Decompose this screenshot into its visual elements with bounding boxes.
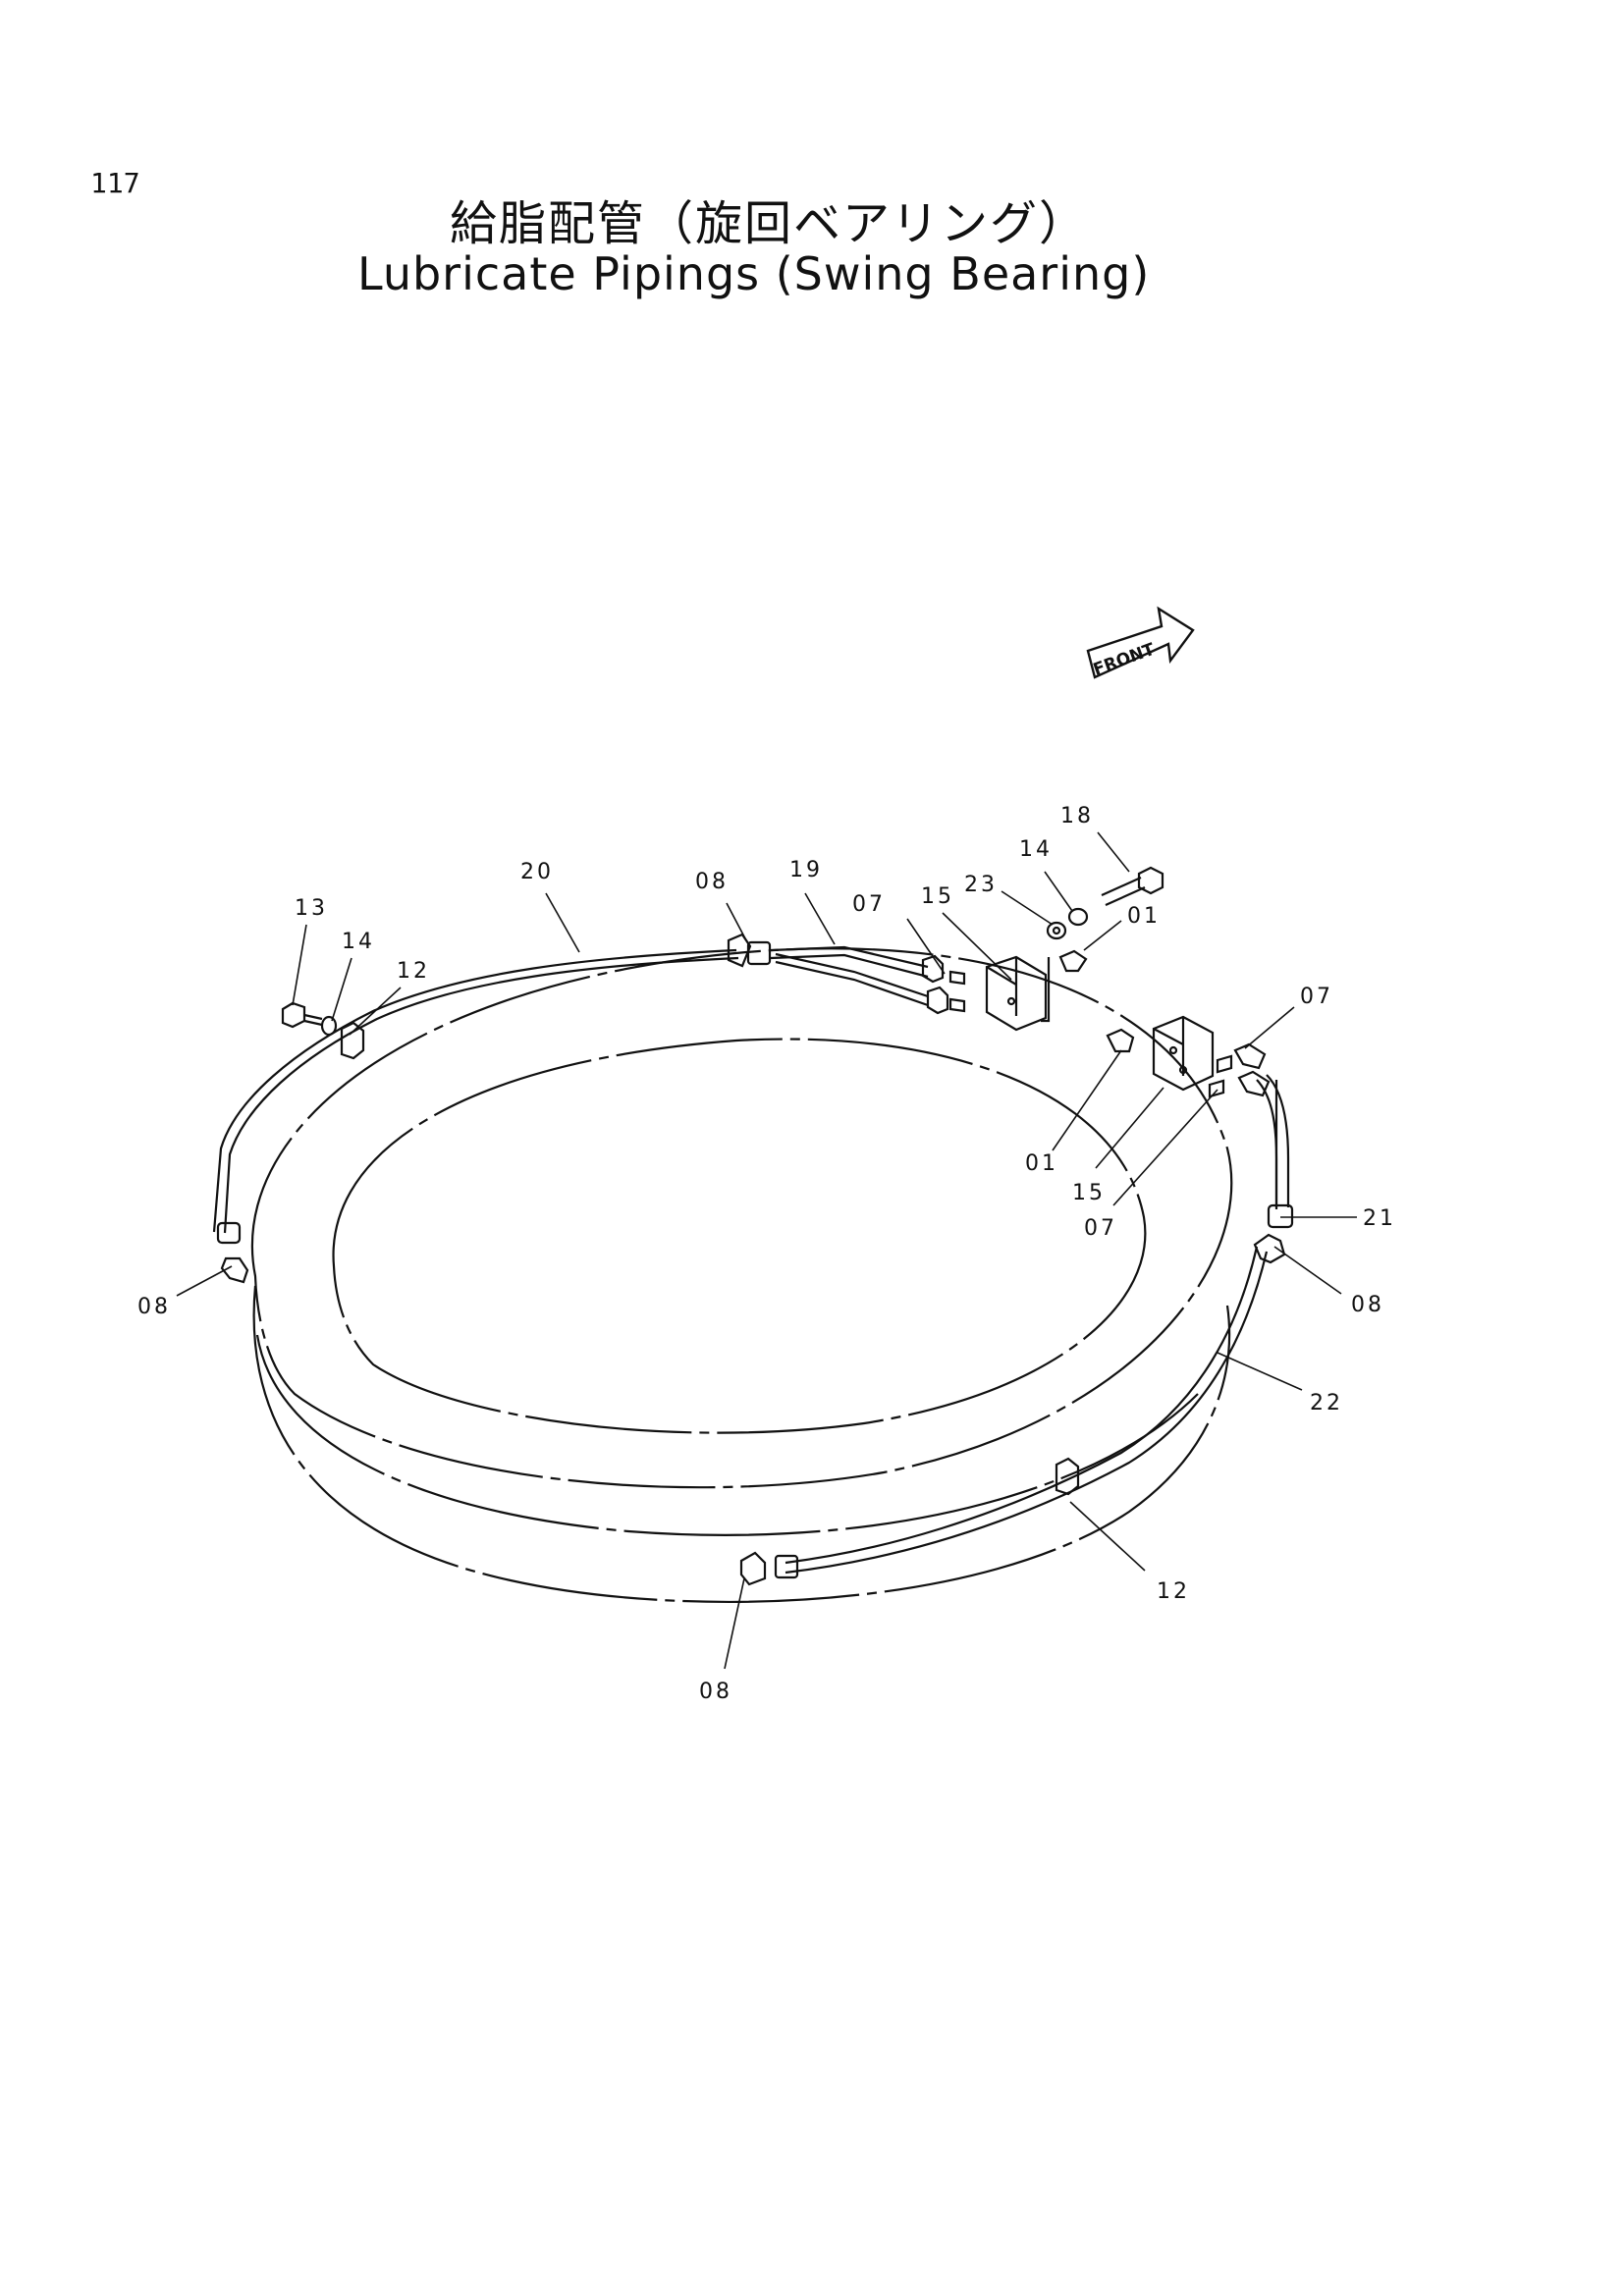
elbow-fittings <box>216 933 1294 1586</box>
callout-01-mid: 01 <box>1025 1151 1058 1176</box>
block-15-mid <box>1106 1015 1233 1098</box>
bolt-18-washers <box>1046 866 1164 940</box>
callout-12-bottom: 12 <box>1157 1579 1190 1604</box>
callout-13: 13 <box>295 896 328 921</box>
bearing-inner-edge <box>332 1038 1147 1434</box>
bolt-13-washer-14 <box>281 1001 338 1037</box>
callout-18: 18 <box>1060 804 1094 828</box>
clamps-12 <box>340 1021 1080 1496</box>
callout-08-left: 08 <box>137 1295 171 1319</box>
title-english: Lubricate Pipings (Swing Bearing) <box>357 247 1151 300</box>
callout-08-bottom: 08 <box>699 1680 732 1704</box>
right-elbows <box>1233 1042 1271 1097</box>
callout-07-top: 07 <box>852 892 886 917</box>
callout-20: 20 <box>520 860 554 884</box>
callout-07-right: 07 <box>1300 985 1333 1009</box>
callout-01-top: 01 <box>1127 904 1161 929</box>
pipe-22 <box>785 1246 1269 1575</box>
callout-08-right: 08 <box>1351 1293 1384 1317</box>
front-arrow <box>1086 606 1195 679</box>
callout-14-left: 14 <box>342 930 375 954</box>
callout-12-left: 12 <box>397 959 430 984</box>
callout-19: 19 <box>789 858 823 882</box>
pipe-21 <box>1256 1074 1290 1209</box>
callout-22: 22 <box>1310 1391 1343 1415</box>
callout-15-top: 15 <box>921 884 954 909</box>
title-japanese: 給脂配管（旋回ベアリング） <box>450 196 1089 251</box>
page-number: 117 <box>90 167 140 199</box>
bearing-outer-top-edge <box>250 947 1233 1489</box>
callout-21: 21 <box>1363 1206 1396 1231</box>
pipe-19 <box>770 945 929 1007</box>
bearing-outer-side-bottom <box>252 1285 1231 1604</box>
callout-15-mid: 15 <box>1072 1181 1106 1205</box>
callout-labels: 18 14 23 01 20 08 19 07 15 13 14 12 07 0… <box>137 804 1396 1704</box>
callout-07-mid: 07 <box>1084 1216 1117 1241</box>
block-15-top <box>921 949 1088 1032</box>
swing-bearing-ring <box>250 947 1233 1604</box>
callout-23: 23 <box>964 873 998 897</box>
callout-14-top: 14 <box>1019 837 1053 862</box>
bearing-side-mid <box>255 1334 1199 1536</box>
callout-08-top: 08 <box>695 870 729 894</box>
pipe-20 <box>212 948 739 1234</box>
leader-lines <box>176 831 1357 1670</box>
